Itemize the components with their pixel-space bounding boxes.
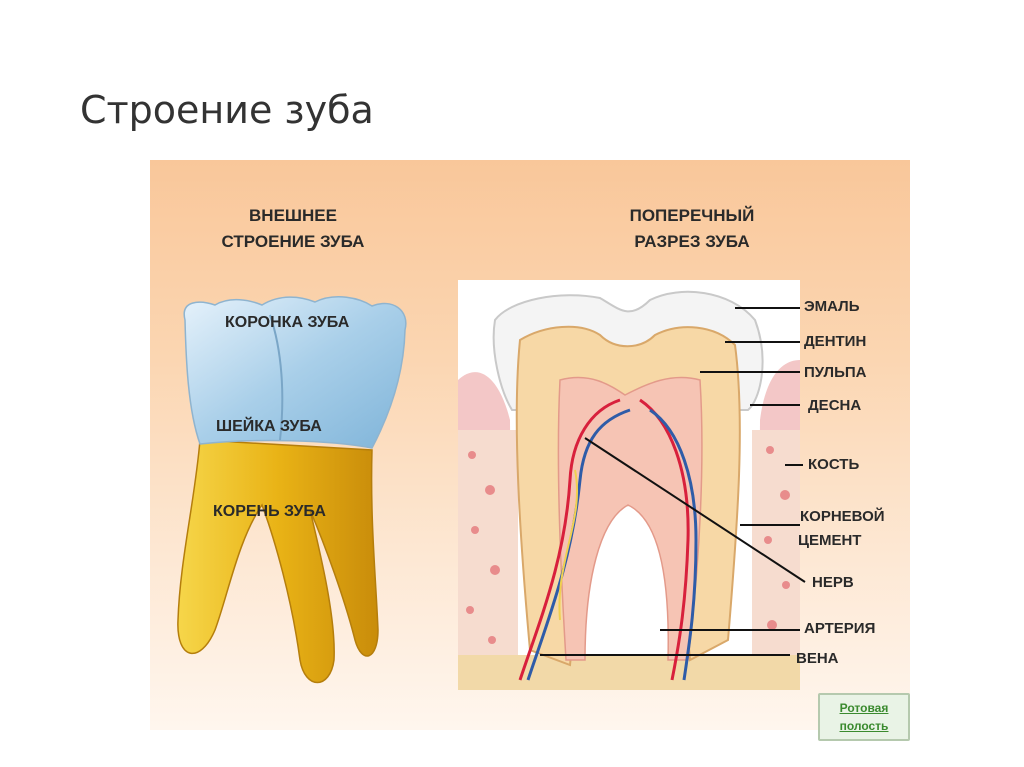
cross-section-heading-line2: РАЗРЕЗ ЗУБА	[634, 232, 750, 251]
slide-title: Строение зуба	[80, 88, 374, 132]
label-neck: ШЕЙКА ЗУБА	[216, 418, 322, 435]
label-artery: АРТЕРИЯ	[804, 620, 876, 637]
label-crown: КОРОНКА ЗУБА	[225, 314, 350, 331]
label-nerve: НЕРВ	[812, 574, 854, 591]
label-dentin: ДЕНТИН	[804, 333, 867, 350]
label-enamel: ЭМАЛЬ	[804, 298, 860, 315]
label-cement-line2: ЦЕМЕНТ	[798, 532, 862, 549]
oral-cavity-link-line1: Ротовая	[839, 701, 889, 715]
label-root: КОРЕНЬ ЗУБА	[213, 503, 326, 520]
label-pulp: ПУЛЬПА	[804, 364, 867, 381]
label-cement-line1: КОРНЕВОЙ	[800, 508, 885, 525]
oral-cavity-link-line2: полость	[839, 719, 889, 733]
external-heading-line1: ВНЕШНЕЕ	[249, 206, 337, 225]
label-bone: КОСТЬ	[808, 456, 860, 473]
oral-cavity-link-text[interactable]: Ротовая полость	[840, 699, 889, 735]
external-heading-line2: СТРОЕНИЕ ЗУБА	[221, 232, 365, 251]
cross-section-heading-line1: ПОПЕРЕЧНЫЙ	[629, 206, 755, 225]
cross-section-heading: ПОПЕРЕЧНЫЙ РАЗРЕЗ ЗУБА	[592, 203, 792, 255]
external-heading: ВНЕШНЕЕ СТРОЕНИЕ ЗУБА	[188, 203, 398, 255]
oral-cavity-link-button[interactable]: Ротовая полость	[818, 693, 910, 741]
label-gum: ДЕСНА	[808, 397, 862, 414]
label-vein: ВЕНА	[796, 650, 839, 667]
